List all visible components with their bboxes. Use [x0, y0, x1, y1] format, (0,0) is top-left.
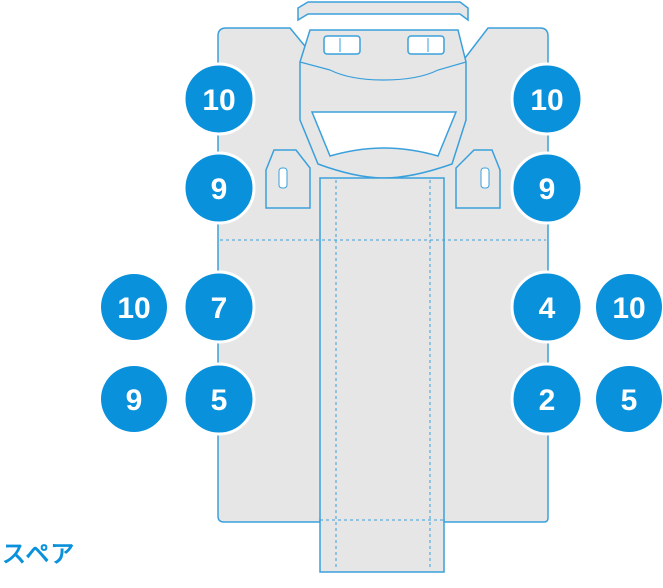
svg-text:4: 4 [539, 292, 556, 325]
badge-left-lower-top-inner: 7 [182, 270, 256, 344]
center-strap [319, 177, 445, 573]
svg-text:9: 9 [211, 173, 228, 206]
badge-right-lower-bottom-outer: 5 [596, 366, 662, 432]
badge-right-upper-mid: 9 [510, 151, 584, 225]
svg-text:9: 9 [539, 173, 556, 206]
badge-left-lower-bottom-outer: 9 [101, 366, 167, 432]
headset-brow [299, 61, 467, 81]
svg-text:5: 5 [211, 384, 228, 417]
nose-cutout [310, 111, 458, 157]
svg-text:9: 9 [126, 384, 143, 417]
svg-text:10: 10 [202, 84, 235, 117]
badge-right-upper-top: 10 [510, 62, 584, 136]
svg-text:5: 5 [621, 384, 638, 417]
badge-left-upper-mid: 9 [182, 151, 256, 225]
badge-left-upper-top: 10 [182, 62, 256, 136]
right-lens-slot [407, 35, 445, 55]
badge-right-lower-bottom-inner: 2 [510, 362, 584, 436]
svg-text:2: 2 [539, 384, 556, 417]
badge-left-lower-top-outer: 10 [101, 274, 167, 340]
badge-right-lower-top-inner: 4 [510, 270, 584, 344]
svg-text:10: 10 [530, 84, 563, 117]
right-side-tab [455, 149, 501, 209]
badge-right-lower-top-outer: 10 [596, 274, 662, 340]
visor-strip [297, 1, 469, 22]
left-lens-slot [323, 35, 361, 55]
badge-left-lower-bottom-inner: 5 [182, 362, 256, 436]
spare-label: スペア [2, 540, 76, 568]
left-side-tab [265, 149, 311, 209]
svg-text:10: 10 [612, 292, 645, 325]
svg-text:7: 7 [211, 292, 228, 325]
svg-text:10: 10 [117, 292, 150, 325]
